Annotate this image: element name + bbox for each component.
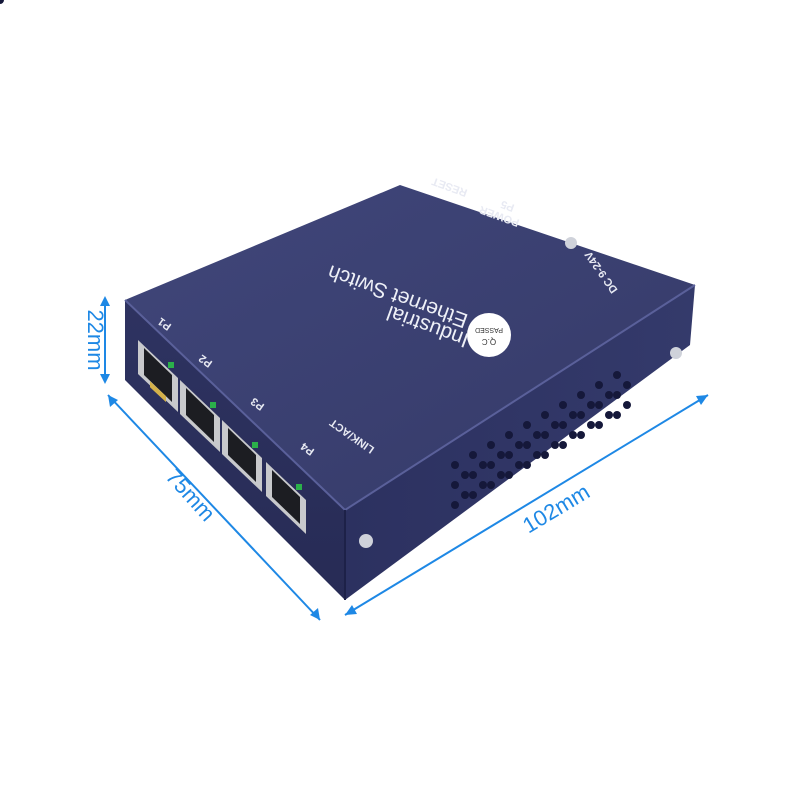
ethernet-switch: Q.C PASSED Industrial Ethernet Switch P1… [0,0,696,600]
rj45-port-1 [138,340,178,412]
reset-label: RESET [430,175,469,199]
height-label: 22mm [83,309,108,370]
vent-holes [0,0,631,509]
svg-text:PASSED: PASSED [475,326,503,333]
screw-icon [670,347,682,359]
depth-label: 75mm [161,464,220,526]
rj45-port-3 [222,420,262,492]
rj45-port-4 [266,462,306,534]
p5-label: P5 [499,198,516,214]
dimension-height: 22mm [83,296,110,384]
screw-icon [359,534,373,548]
switch-top-face [125,185,695,510]
svg-text:Q.C: Q.C [482,337,496,346]
screw-icon [565,237,577,249]
qc-passed-sticker: Q.C PASSED [467,313,511,357]
rj45-port-2 [180,380,220,452]
